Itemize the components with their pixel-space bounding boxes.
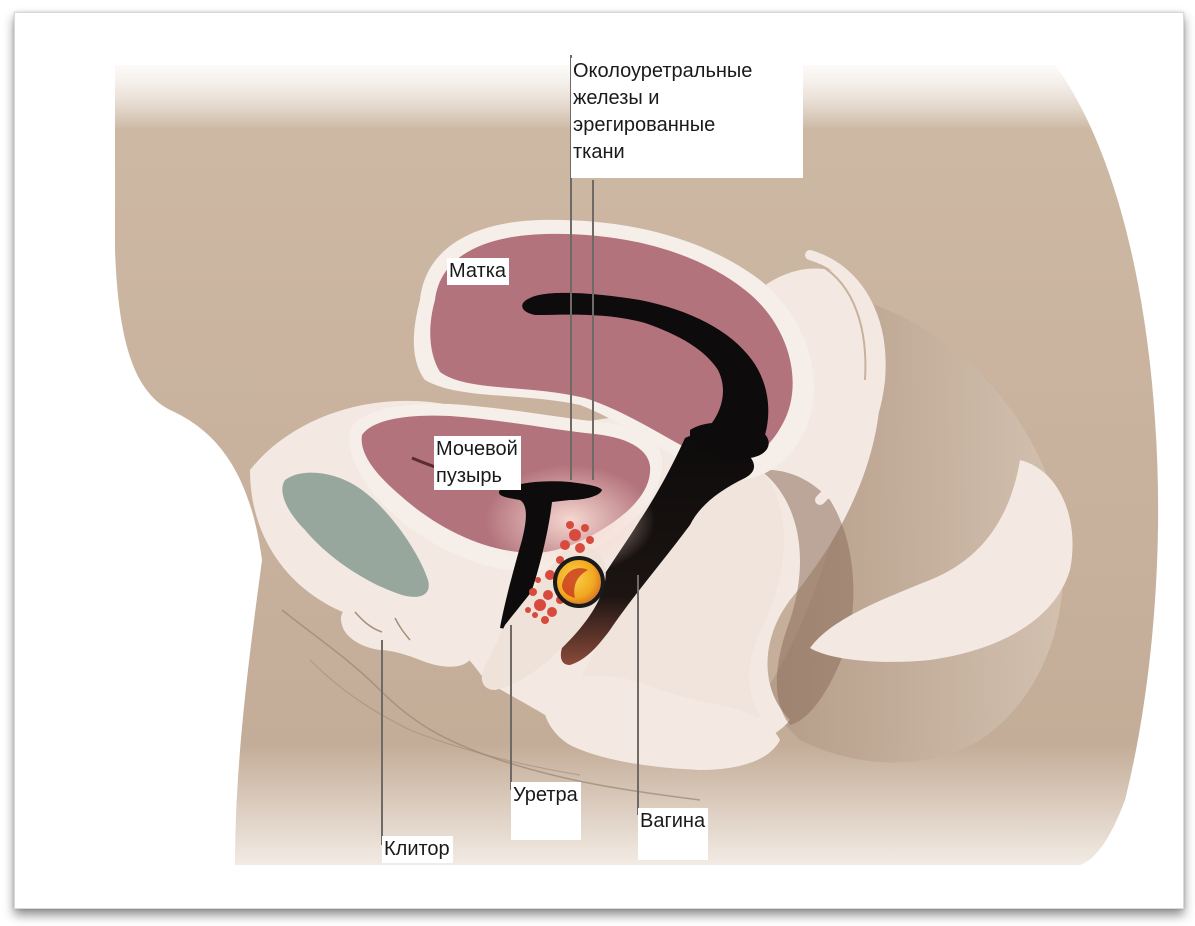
label-urethra: Уретра	[511, 782, 581, 840]
g-spot-marker	[555, 558, 603, 606]
label-bladder: Мочевой пузырь	[434, 436, 521, 490]
label-paraurethral-glands: Околоуретральные железы и эрегированные …	[571, 58, 803, 178]
label-clitoris: Клитор	[382, 836, 453, 863]
label-vagina: Вагина	[638, 808, 708, 860]
label-uterus: Матка	[447, 258, 509, 285]
